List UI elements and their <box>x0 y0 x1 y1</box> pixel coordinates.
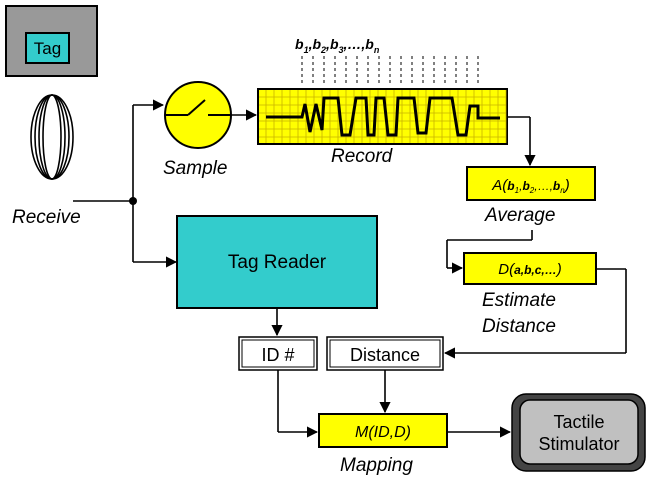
estimate-label-2: Distance <box>482 316 556 337</box>
distance-label: Distance <box>350 345 420 365</box>
tag-label: Tag <box>34 39 61 58</box>
receive-label: Receive <box>12 207 81 228</box>
mapping-box: M(ID,D) <box>318 413 448 448</box>
record-strip <box>257 88 508 145</box>
wire-record-average <box>507 116 536 167</box>
average-function: A(b1,b2,…,bn) <box>491 177 569 195</box>
receive-coil-icon <box>30 94 74 180</box>
sample-switch-icon <box>164 81 232 149</box>
id-label: ID # <box>261 345 294 365</box>
tag-box <box>25 32 70 64</box>
distance-function: D(a,b,c,…) <box>498 261 562 278</box>
distance-box: Distance <box>326 336 444 371</box>
tag-reader-block: Tag Reader <box>176 215 378 309</box>
record-label: Record <box>331 146 394 167</box>
sample-label: Sample <box>163 158 227 179</box>
estimate-label-1: Estimate <box>482 290 556 311</box>
id-box: ID # <box>238 336 318 371</box>
tag-reader-label: Tag Reader <box>228 252 327 273</box>
wire-receive <box>73 99 178 268</box>
recorded-signal <box>266 96 500 137</box>
tactile-stimulator-block: Tactile Stimulator <box>511 393 646 472</box>
sample-sequence: b1,b2,b3,…,bn <box>295 36 380 55</box>
average-box: A(b1,b2,…,bn) <box>466 166 596 201</box>
wire-estimate-distance <box>443 268 627 359</box>
tactile-label-1: Tactile <box>553 412 604 432</box>
junction-dot <box>129 197 137 205</box>
tag-panel: Tag <box>5 5 98 77</box>
average-label: Average <box>484 205 555 226</box>
wire-average-estimate <box>446 230 533 274</box>
tactile-label-2: Stimulator <box>538 434 619 454</box>
mapping-label: Mapping <box>340 455 413 476</box>
wire-to-mapping <box>277 370 391 438</box>
sample-ticks <box>301 56 479 84</box>
estimate-distance-box: D(a,b,c,…) <box>463 252 597 285</box>
mapping-function: M(ID,D) <box>355 424 411 441</box>
